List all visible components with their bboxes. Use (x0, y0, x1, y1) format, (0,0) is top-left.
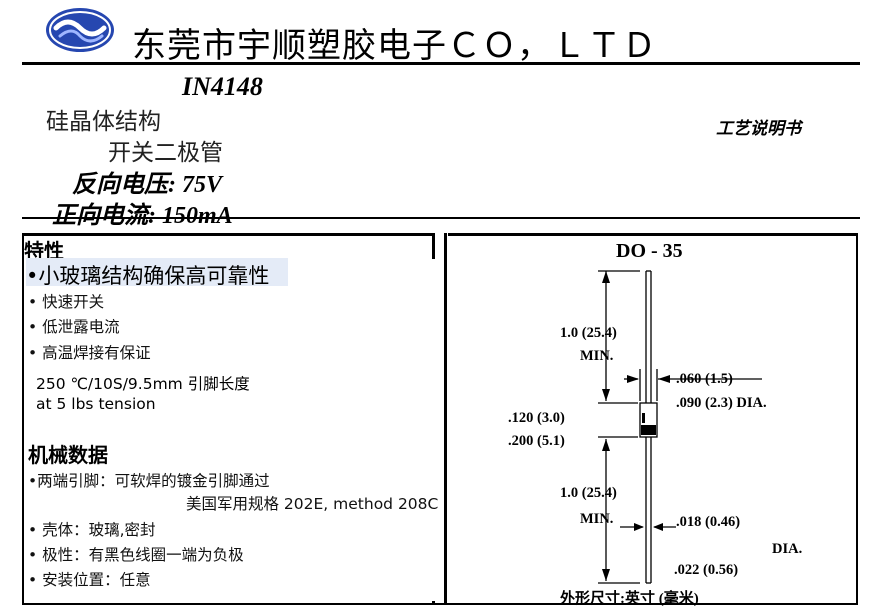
diode-outline-drawing (598, 270, 762, 584)
min-label-bottom: MIN. (580, 511, 614, 527)
body-dia-max: .090 (2.3) DIA. (676, 395, 767, 411)
mechanical-item-cont: 美国军用规格 202E, method 208C (186, 495, 439, 513)
lead-length-top: 1.0 (25.4) (560, 325, 617, 341)
units-note: 外形尺寸:英寸 (毫米) (560, 591, 699, 607)
body-dia-min: .060 (1.5) (676, 371, 733, 387)
solder-temp-spec: 250 ℃/10S/9.5mm 引脚长度 (36, 375, 250, 393)
mechanical-item: • 安装位置：任意 (28, 571, 151, 589)
part-number: IN4148 (182, 72, 263, 101)
cathode-band (641, 425, 656, 435)
structure-label: 硅晶体结构 (46, 109, 161, 135)
lead-dia-min: .018 (0.46) (676, 514, 741, 530)
package-name: DO - 35 (616, 240, 683, 262)
body-len-max: .200 (5.1) (508, 433, 565, 449)
mechanical-item: • 壳体：玻璃,密封 (28, 521, 156, 539)
frame-right (856, 233, 858, 605)
frame-divider-b (444, 233, 447, 605)
frame-bottom (22, 603, 858, 605)
company-name: 东莞市宇顺塑胶电子ＣＯ，ＬＴＤ (132, 26, 657, 66)
frame-divider-a (432, 233, 435, 259)
mechanical-title: 机械数据 (28, 443, 108, 467)
solder-tension-spec: at 5 lbs tension (36, 395, 156, 413)
frame-top-right (448, 233, 858, 236)
lead-length-bottom: 1.0 (25.4) (560, 485, 617, 501)
feature-item: • 低泄露电流 (28, 318, 120, 336)
mechanical-item: •两端引脚：可软焊的镀金引脚通过 (28, 472, 270, 490)
header-rule (22, 62, 860, 65)
document-type: 工艺说明书 (716, 119, 801, 138)
frame-left (22, 233, 24, 605)
section-rule (22, 217, 860, 219)
body-len-min: .120 (3.0) (508, 410, 565, 426)
company-logo-icon (46, 8, 114, 52)
forward-current-spec: 正向电流: 150mA (52, 203, 233, 229)
lead-dia-max: .022 (0.56) (674, 562, 739, 578)
dia-label: DIA. (772, 541, 803, 557)
mechanical-item: • 极性：有黑色线圈一端为负极 (28, 546, 244, 564)
feature-main: •小玻璃结构确保高可靠性 (26, 264, 270, 288)
feature-item: • 高温焊接有保证 (28, 344, 151, 362)
frame-top-left (22, 233, 432, 236)
feature-item: • 快速开关 (28, 293, 105, 311)
reverse-voltage-spec: 反向电压: 75V (72, 172, 222, 198)
min-label-top: MIN. (580, 348, 614, 364)
feature-highlight (26, 258, 288, 286)
device-type-label: 开关二极管 (108, 140, 223, 166)
